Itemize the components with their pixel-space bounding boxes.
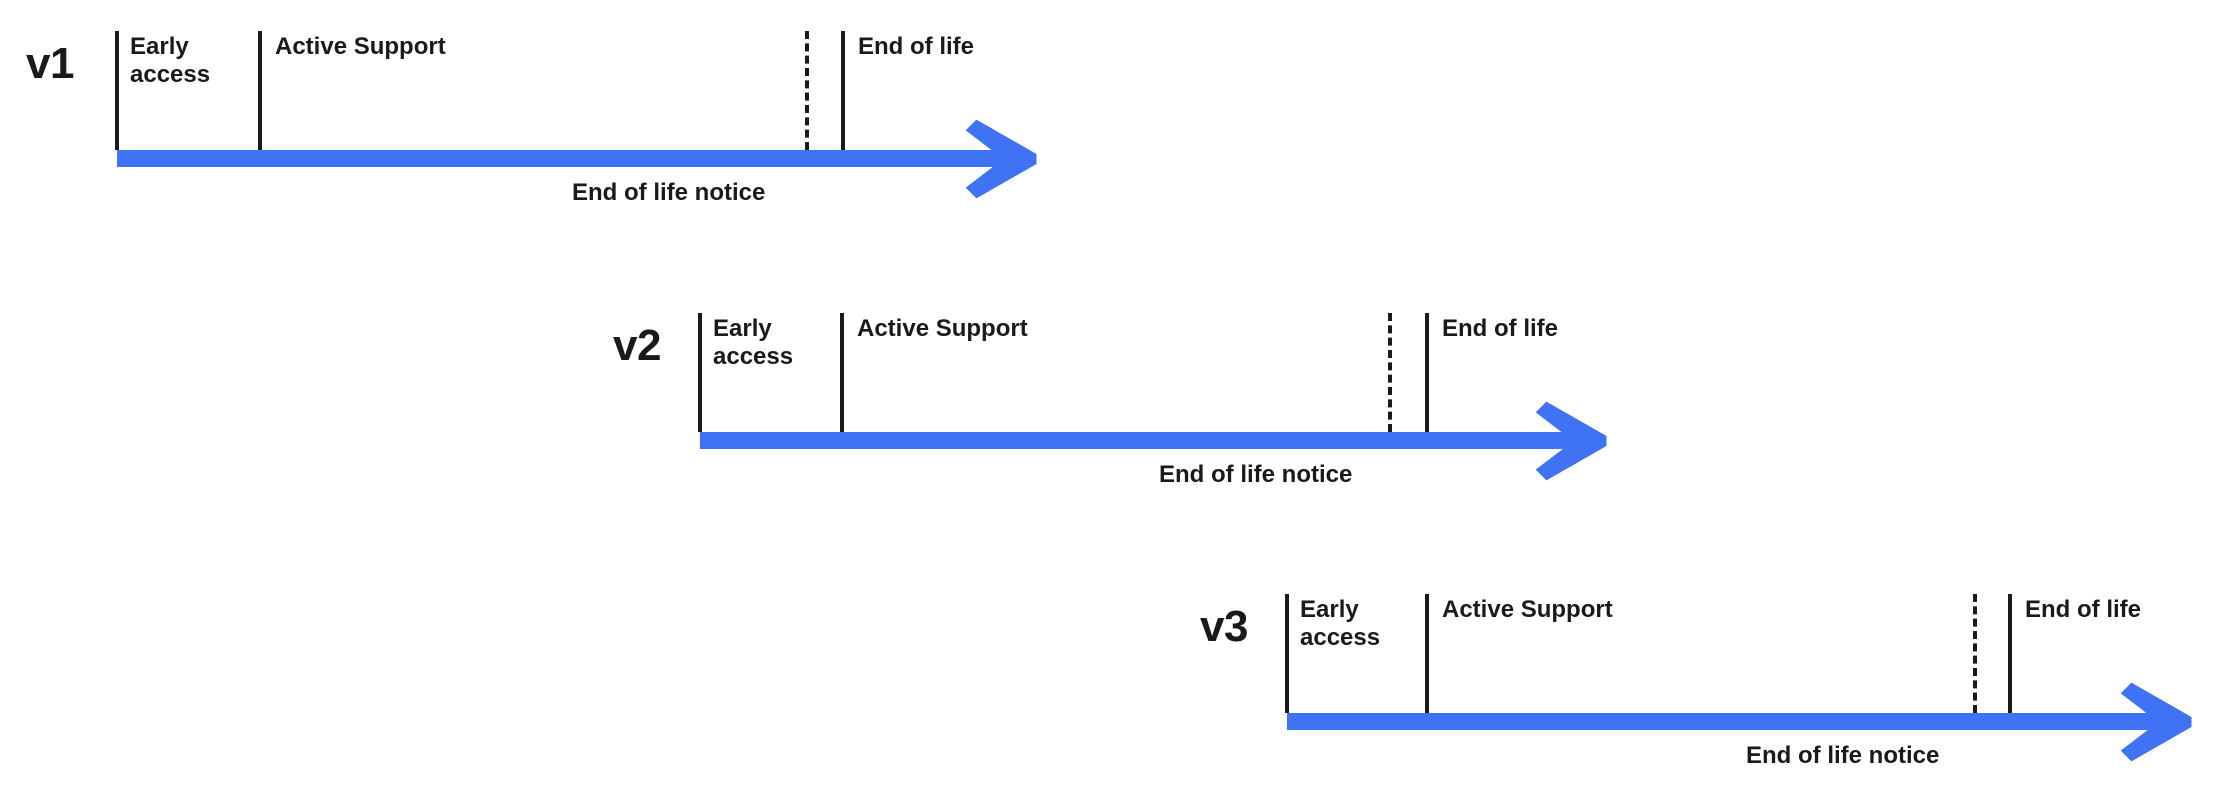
arrow-head-icon-v3 [2120,682,2192,762]
tick-active-support-start-v3 [1425,594,1429,713]
phase-label-active-support-v2: Active Support [857,315,1028,342]
phase-label-end-of-life-v1: End of life [858,33,974,60]
label-end-of-life-notice-v1: End of life notice [572,179,766,206]
arrow-head-icon-v1 [965,119,1037,199]
phase-label-early-access-v3: Early access [1300,596,1381,652]
label-end-of-life-notice-v3: End of life notice [1746,742,1940,769]
tick-end-of-life-start-v3 [2008,594,2012,713]
version-label-v2: v2 [613,321,661,370]
phase-label-active-support-v1: Active Support [275,33,446,60]
tick-active-support-start-v2 [840,313,844,432]
phase-label-end-of-life-v2: End of life [1442,315,1558,342]
phase-label-end-of-life-v3: End of life [2025,596,2141,623]
tick-early-access-start-v3 [1285,594,1289,713]
tick-early-access-start-v1 [115,31,119,150]
version-label-v3: v3 [1200,602,1248,651]
lifecycle-arrow-shaft-v1 [117,150,1005,167]
tick-end-of-life-start-v1 [841,31,845,150]
tick-eol-notice-start-v3 [1973,594,1977,713]
arrow-head-icon-v2 [1535,401,1607,481]
tick-active-support-start-v1 [258,31,262,150]
tick-eol-notice-start-v1 [805,31,809,150]
version-label-v1: v1 [26,39,74,88]
tick-early-access-start-v2 [698,313,702,432]
phase-label-early-access-v2: Early access [713,315,794,371]
phase-label-early-access-v1: Early access [130,33,211,89]
tick-eol-notice-start-v2 [1388,313,1392,432]
label-end-of-life-notice-v2: End of life notice [1159,461,1353,488]
lifecycle-arrow-shaft-v3 [1287,713,2160,730]
lifecycle-arrow-shaft-v2 [700,432,1575,449]
tick-end-of-life-start-v2 [1425,313,1429,432]
phase-label-active-support-v3: Active Support [1442,596,1613,623]
